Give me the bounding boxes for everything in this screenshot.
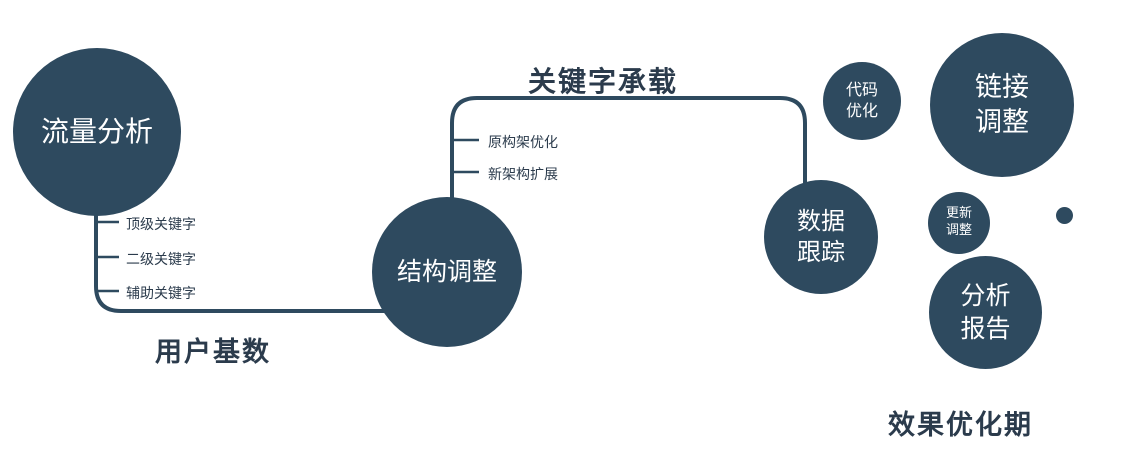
node-link-adjustment: 链接 调整	[930, 33, 1074, 177]
branch-top-keywords: 顶级关键字	[126, 217, 196, 233]
node-analysis-report: 分析 报告	[929, 256, 1042, 369]
node-label: 结构调整	[396, 256, 497, 286]
node-label-line2: 调整	[945, 223, 972, 238]
edge-label-user-base: 用户基数	[155, 337, 271, 368]
node-label-line2: 跟踪	[797, 238, 845, 266]
branch-secondary-keywords: 二级关键字	[126, 252, 196, 268]
node-update-adjustment: 更新 调整	[928, 192, 990, 254]
connector-keyword-carry	[450, 96, 807, 214]
footer-label-effect-optimization-period: 效果优化期	[888, 410, 1033, 441]
node-traffic-analysis: 流量分析	[13, 48, 181, 216]
node-label-line1: 分析	[960, 281, 1011, 310]
node-data-tracking: 数据 跟踪	[764, 180, 878, 294]
node-structure-adjustment: 结构调整	[372, 197, 522, 347]
branch-original-architecture-optimization: 原构架优化	[488, 135, 558, 151]
node-label-line2: 报告	[960, 313, 1011, 343]
node-label-line1: 代码	[845, 80, 878, 100]
node-code-optimization: 代码 优化	[823, 62, 901, 140]
edge-label-keyword-carry: 关键字承载	[528, 65, 679, 98]
branch-auxiliary-keywords: 辅助关键字	[126, 286, 196, 302]
node-label-line1: 更新	[945, 206, 972, 222]
node-small-dot	[1056, 207, 1073, 224]
node-label: 流量分析	[40, 114, 153, 148]
node-label-line2: 优化	[845, 101, 878, 120]
node-label-line1: 链接	[975, 71, 1029, 103]
node-label-line1: 数据	[797, 206, 845, 235]
node-label-line2: 调整	[975, 107, 1029, 138]
branch-new-architecture-expansion: 新架构扩展	[488, 167, 558, 183]
